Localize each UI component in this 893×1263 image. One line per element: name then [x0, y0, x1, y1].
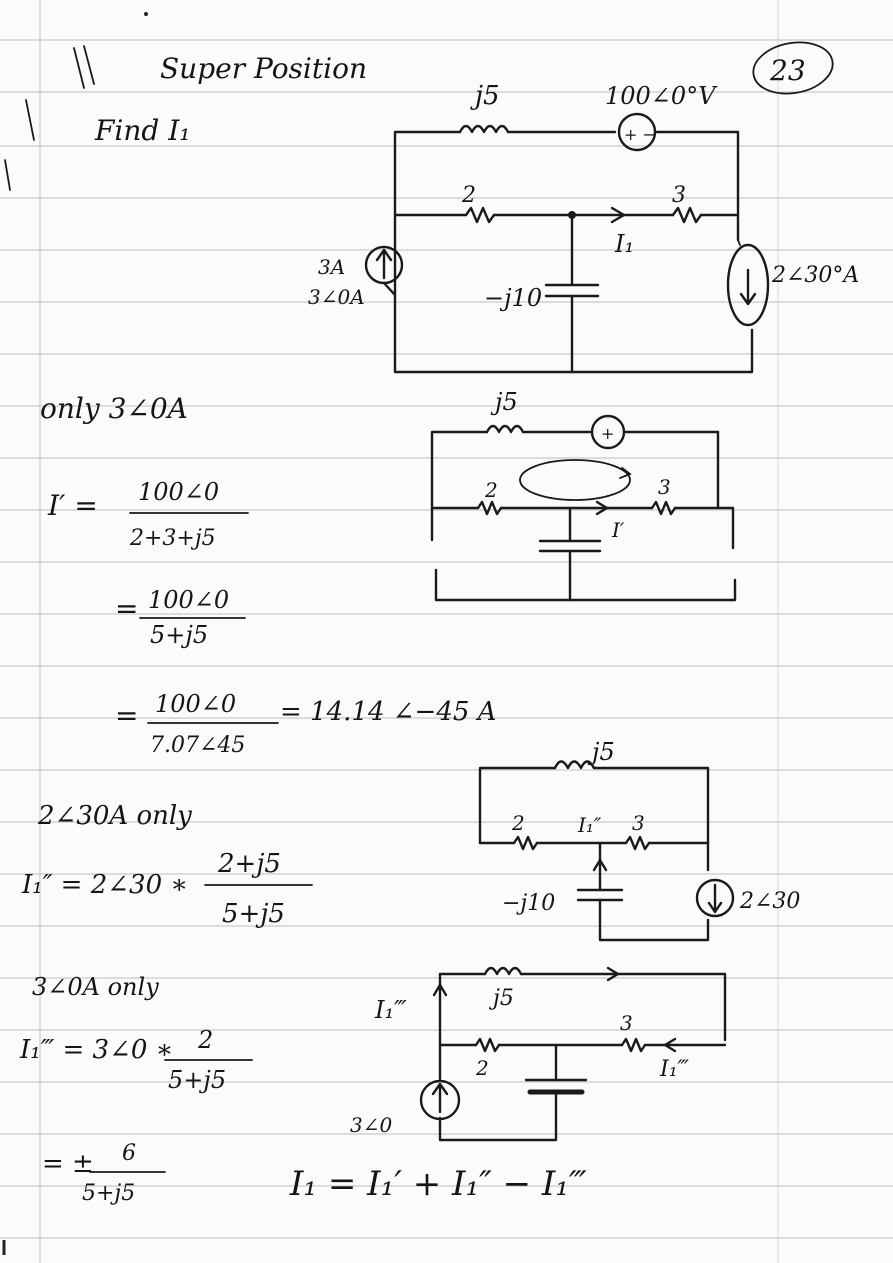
- c3-r-left-label: 2: [475, 1056, 489, 1080]
- case1-lhs: I′ =: [47, 489, 98, 522]
- circuit-case2: j5 2 3 I₁″ −j10 2∠30: [478, 738, 800, 942]
- case1-denominator-3: 7.07∠45: [150, 733, 245, 758]
- case1-heading: only 3∠0A: [40, 392, 188, 425]
- left-source-label-b: 3∠0A: [308, 285, 365, 309]
- left-source-label-a: 3A: [318, 255, 345, 279]
- circuit-case3: I₁‴ j5 3 2 I₁‴ 3∠0: [350, 966, 727, 1142]
- case2-numerator: 2+j5: [217, 849, 281, 879]
- case3-sign: = ±: [42, 1149, 94, 1179]
- case1-numerator-2: 100∠0: [148, 586, 229, 614]
- final-equation: I₁ = I₁′ + I₁″ − I₁‴: [289, 1164, 587, 1204]
- c1-vsource-polarity: +: [601, 424, 614, 443]
- page-number: 23: [769, 54, 806, 87]
- case3-heading: 3∠0A only: [32, 973, 159, 1001]
- problem-statement: Find I₁: [94, 114, 191, 147]
- case1-eq-2: =: [115, 592, 138, 625]
- main-circuit: + − j5 100∠0°V 2 3 I₁ 3A 3∠0A −j10 2∠30°…: [308, 81, 859, 374]
- case1-eq-3: =: [115, 699, 138, 732]
- case3-denominator: 5+j5: [168, 1066, 226, 1094]
- c1-current-label: I′: [611, 518, 625, 542]
- page-number-circle: [752, 41, 834, 95]
- c3-inductor-label: j5: [488, 986, 514, 1011]
- c2-current-label: I₁″: [577, 813, 602, 837]
- c2-inductor-label: j5: [587, 738, 615, 766]
- right-source-label: 2∠30°A: [771, 263, 859, 288]
- main-current-label: I₁: [614, 230, 634, 258]
- c1-r-left-label: 2: [484, 478, 498, 502]
- case1-numerator-3: 100∠0: [155, 690, 236, 718]
- right-current-source: [726, 243, 770, 327]
- c3-current-left-label: I₁‴: [374, 996, 407, 1024]
- c3-source-label: 3∠0: [350, 1113, 392, 1137]
- case2-heading: 2∠30A only: [37, 801, 192, 831]
- c1-inductor-label: j5: [490, 388, 518, 416]
- main-vsource-label: 100∠0°V: [605, 82, 718, 110]
- case1-numerator-1: 100∠0: [138, 478, 219, 506]
- c2-r-right-label: 3: [632, 811, 645, 835]
- circuit-case1: + j5 2 3 I′: [430, 388, 737, 602]
- case1-result: = 14.14 ∠−45 A: [280, 697, 496, 727]
- page-title: Super Position: [160, 52, 367, 85]
- main-inductor-label: j5: [470, 81, 500, 111]
- case1-denominator-1: 2+3+j5: [129, 526, 216, 551]
- vsource-polarity: + −: [624, 125, 656, 144]
- c3-r-right-label: 3: [620, 1011, 633, 1035]
- main-r-right-label: 3: [672, 183, 686, 208]
- case3-numerator: 2: [197, 1026, 213, 1054]
- case2-denominator: 5+j5: [222, 899, 285, 929]
- case3-denominator-2: 5+j5: [82, 1181, 135, 1206]
- case3-numerator-2: 6: [122, 1141, 136, 1166]
- ink-speck: [144, 12, 148, 16]
- c2-r-left-label: 2: [511, 811, 525, 835]
- main-capacitor-label: −j10: [484, 284, 542, 312]
- c1-r-right-label: 3: [658, 475, 671, 499]
- case1-denominator-2: 5+j5: [150, 621, 208, 649]
- c3-current-right-label: I₁‴: [659, 1057, 690, 1082]
- c2-capacitor-label: −j10: [502, 891, 555, 916]
- c2-source-label: 2∠30: [739, 889, 800, 914]
- main-r-left-label: 2: [461, 183, 476, 208]
- case2-lhs: I₁″ = 2∠30 ∗: [21, 870, 188, 900]
- case3-lhs: I₁‴ = 3∠0 ∗: [19, 1035, 173, 1065]
